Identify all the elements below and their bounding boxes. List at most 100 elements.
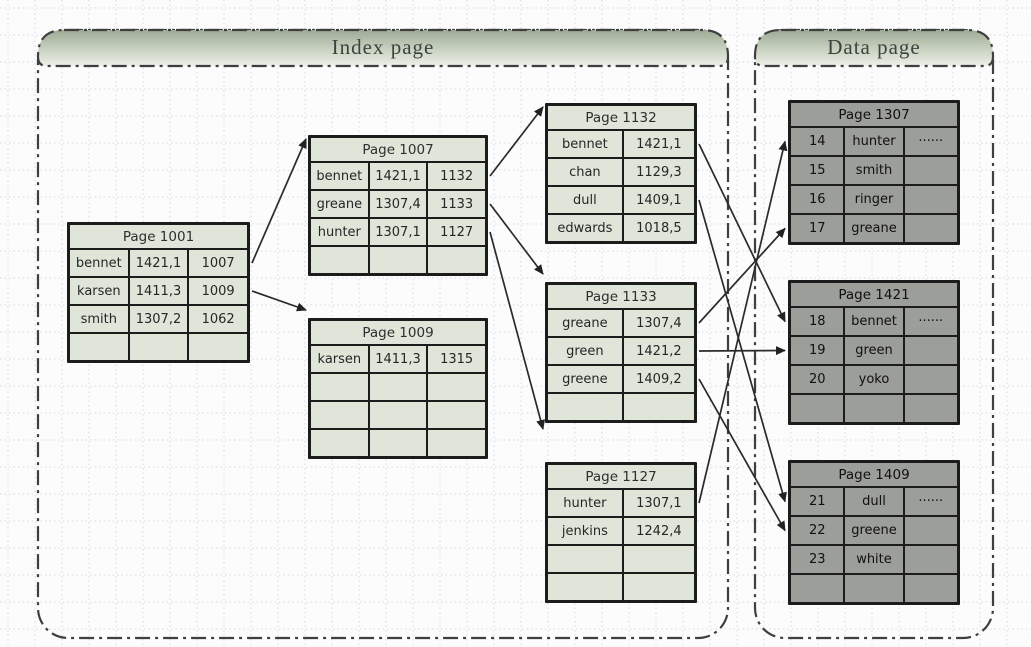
p1421-row0-cell1: bennet — [845, 308, 903, 335]
p1409-row0-cell0: 21 — [791, 488, 844, 515]
p1007-row0-cell1: 1421,1 — [369, 163, 427, 189]
p1127-row3-cell0 — [548, 574, 622, 600]
p1307-row2-cell1: ringer — [845, 186, 903, 213]
p1009-row1-cell2 — [428, 374, 485, 400]
p1421-row1-cell1: green — [845, 337, 903, 364]
page-title: Page 1133 — [548, 285, 694, 308]
p1009-row2-cell1 — [369, 402, 427, 428]
pointer-arrow-p1132-to-p1421 — [698, 143, 786, 323]
p1133-row0-cell0: greane — [548, 310, 622, 336]
p1133-row3-cell0 — [548, 394, 622, 420]
p1132-row2-cell1: 1409,1 — [623, 187, 694, 213]
p1132-row3-cell0: edwards — [548, 215, 622, 241]
p1307-row3-cell0: 17 — [791, 215, 844, 242]
p1007-row1-cell1: 1307,4 — [369, 191, 427, 217]
index-page-header-capsule — [36, 28, 730, 68]
p1001-row2-cell0: smith — [70, 306, 128, 332]
page-title: Page 1007 — [311, 138, 485, 161]
p1421-row3-cell0 — [791, 395, 844, 422]
p1132-row1-cell1: 1129,3 — [623, 159, 694, 185]
p1127-row1-cell0: jenkins — [548, 518, 622, 544]
p1127-row2-cell0 — [548, 546, 622, 572]
p1132-row0-cell1: 1421,1 — [623, 131, 694, 157]
p1421-row2-cell0: 20 — [791, 366, 844, 393]
p1409-row2-cell1: white — [845, 546, 903, 573]
p1421-row0-cell0: 18 — [791, 308, 844, 335]
p1127-row0-cell1: 1307,1 — [623, 490, 694, 516]
page-title: Page 1307 — [791, 103, 957, 126]
p1421-row2-cell2 — [904, 366, 957, 393]
p1001-row1-cell1: 1411,3 — [129, 278, 188, 304]
p1001-row1-cell2: 1009 — [189, 278, 247, 304]
pointer-arrow-p1133-to-p1421 — [698, 346, 786, 356]
p1009-row1-cell1 — [369, 374, 427, 400]
p1307-row1-cell2 — [904, 157, 957, 184]
p1001-row0-cell0: bennet — [70, 250, 128, 276]
pointer-arrows — [251, 106, 788, 532]
p1307-row1-cell1: smith — [845, 157, 903, 184]
p1409-row3-cell2 — [904, 575, 957, 602]
p1409-row2-cell2 — [904, 546, 957, 573]
p1009-row3-cell1 — [369, 430, 427, 456]
p1007-row1-cell0: greane — [311, 191, 368, 217]
p1007-row3-cell2 — [428, 247, 485, 273]
pointer-arrow-p1001-to-p1007 — [251, 138, 307, 264]
p1307-row2-cell0: 16 — [791, 186, 844, 213]
p1001-row0-cell2: 1007 — [189, 250, 247, 276]
p1009-row3-cell0 — [311, 430, 368, 456]
p1009-row3-cell2 — [428, 430, 485, 456]
pointer-arrow-p1007-to-p1127 — [489, 231, 546, 430]
p1421-row1-cell0: 19 — [791, 337, 844, 364]
data-page-header-capsule — [753, 28, 995, 68]
p1409-row1-cell2 — [904, 517, 957, 544]
index-page-header-label: Index page — [331, 35, 435, 59]
p1421-row2-cell1: yoko — [845, 366, 903, 393]
p1001-row2-cell2: 1062 — [189, 306, 247, 332]
p1133-row2-cell0: greene — [548, 366, 622, 392]
p1133-row0-cell1: 1307,4 — [623, 310, 694, 336]
p1007-row3-cell1 — [369, 247, 427, 273]
p1409-row0-cell2: ······ — [904, 488, 957, 515]
p1307-row2-cell2 — [904, 186, 957, 213]
p1007-row3-cell0 — [311, 247, 368, 273]
pointer-arrow-p1007-to-p1133 — [489, 203, 544, 275]
p1009-row0-cell2: 1315 — [428, 346, 485, 372]
p1409-row1-cell1: greene — [845, 517, 903, 544]
p1133-row1-cell0: green — [548, 338, 622, 364]
page-title: Page 1009 — [311, 321, 485, 344]
p1307-row0-cell2: ······ — [904, 128, 957, 155]
page-title: Page 1421 — [791, 283, 957, 306]
p1307-row3-cell2 — [904, 215, 957, 242]
p1307-row0-cell0: 14 — [791, 128, 844, 155]
p1132-row1-cell0: chan — [548, 159, 622, 185]
p1421-row0-cell2: ······ — [904, 308, 957, 335]
p1133-row3-cell1 — [623, 394, 694, 420]
p1009-row2-cell2 — [428, 402, 485, 428]
p1001-row2-cell1: 1307,2 — [129, 306, 188, 332]
p1001-row0-cell1: 1421,1 — [129, 250, 188, 276]
data-page-header-label: Data page — [827, 35, 921, 59]
p1007-row2-cell0: hunter — [311, 219, 368, 245]
pointer-arrow-p1133-to-p1307 — [698, 227, 786, 324]
p1007-row0-cell2: 1132 — [428, 163, 485, 189]
page-title: Page 1132 — [548, 106, 694, 129]
p1001-row3-cell2 — [189, 334, 247, 360]
page-title: Page 1127 — [548, 465, 694, 488]
p1409-row1-cell0: 22 — [791, 517, 844, 544]
p1007-row2-cell2: 1127 — [428, 219, 485, 245]
p1409-row3-cell1 — [845, 575, 903, 602]
p1132-row2-cell0: dull — [548, 187, 622, 213]
p1421-row1-cell2 — [904, 337, 957, 364]
p1132-row3-cell1: 1018,5 — [623, 215, 694, 241]
p1307-row0-cell1: hunter — [845, 128, 903, 155]
